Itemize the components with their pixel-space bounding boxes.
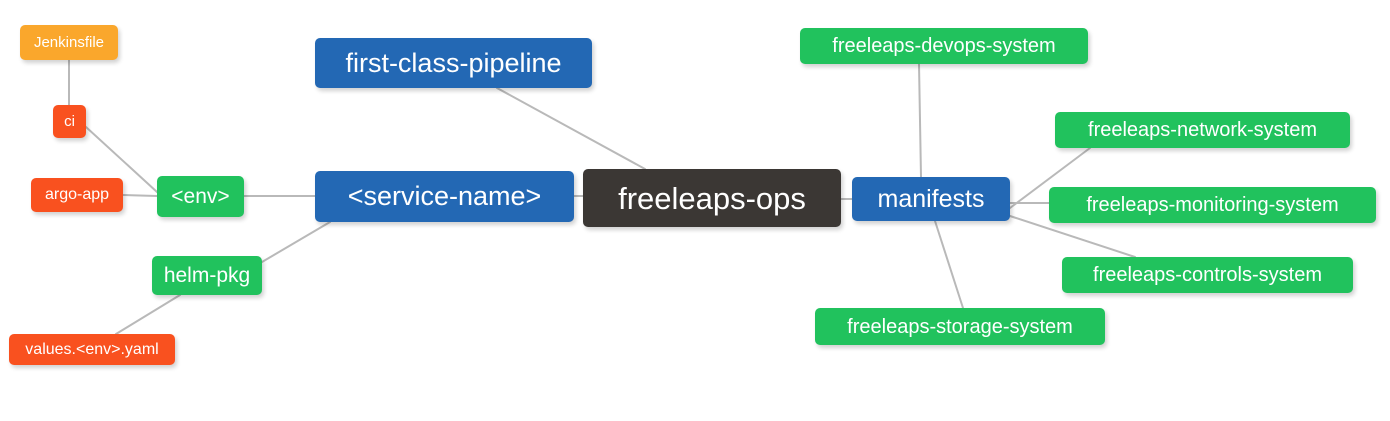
node-helm-pkg[interactable]: helm-pkg [152,256,262,295]
node-label: argo-app [44,186,110,203]
node-service-name[interactable]: <service-name> [315,171,574,222]
node-label: ci [64,113,75,130]
node-label: Jenkinsfile [33,34,105,51]
node-manifests[interactable]: manifests [852,177,1010,221]
node-label: freeleaps-controls-system [1093,264,1322,286]
node-env[interactable]: <env> [157,176,244,217]
node-label: <service-name> [347,181,542,211]
node-devops[interactable]: freeleaps-devops-system [800,28,1088,64]
node-controls[interactable]: freeleaps-controls-system [1062,257,1353,293]
node-pipeline[interactable]: first-class-pipeline [315,38,592,88]
node-storage[interactable]: freeleaps-storage-system [815,308,1105,345]
edge-ci-to-env [85,126,158,193]
node-label: freeleaps-storage-system [847,315,1073,338]
node-label: helm-pkg [163,264,251,287]
node-network[interactable]: freeleaps-network-system [1055,112,1350,148]
node-values-yaml[interactable]: values.<env>.yaml [9,334,175,365]
edge-argo-app-to-env [122,194,158,197]
node-label: freeleaps-network-system [1088,119,1317,141]
edge-manifests-to-network [1009,147,1091,209]
edge-pipeline-to-freeleaps-ops [496,87,646,170]
node-label: freeleaps-ops [618,180,806,216]
node-label: manifests [877,184,985,213]
node-label: freeleaps-devops-system [832,35,1056,57]
edge-manifests-to-devops [918,63,922,178]
edge-service-name-to-helm-pkg [261,221,331,263]
node-argo-app[interactable]: argo-app [31,178,123,212]
node-label: <env> [171,185,230,208]
node-label: freeleaps-monitoring-system [1086,194,1339,216]
node-ci[interactable]: ci [53,105,86,138]
node-jenkinsfile[interactable]: Jenkinsfile [20,25,118,60]
edge-manifests-to-controls [1009,215,1136,258]
node-label: values.<env>.yaml [25,340,159,358]
node-label: first-class-pipeline [345,47,562,78]
node-monitoring[interactable]: freeleaps-monitoring-system [1049,187,1376,223]
edge-helm-pkg-to-values-yaml [115,294,181,335]
node-freeleaps-ops[interactable]: freeleaps-ops [583,169,841,227]
edge-manifests-to-storage [934,220,964,309]
